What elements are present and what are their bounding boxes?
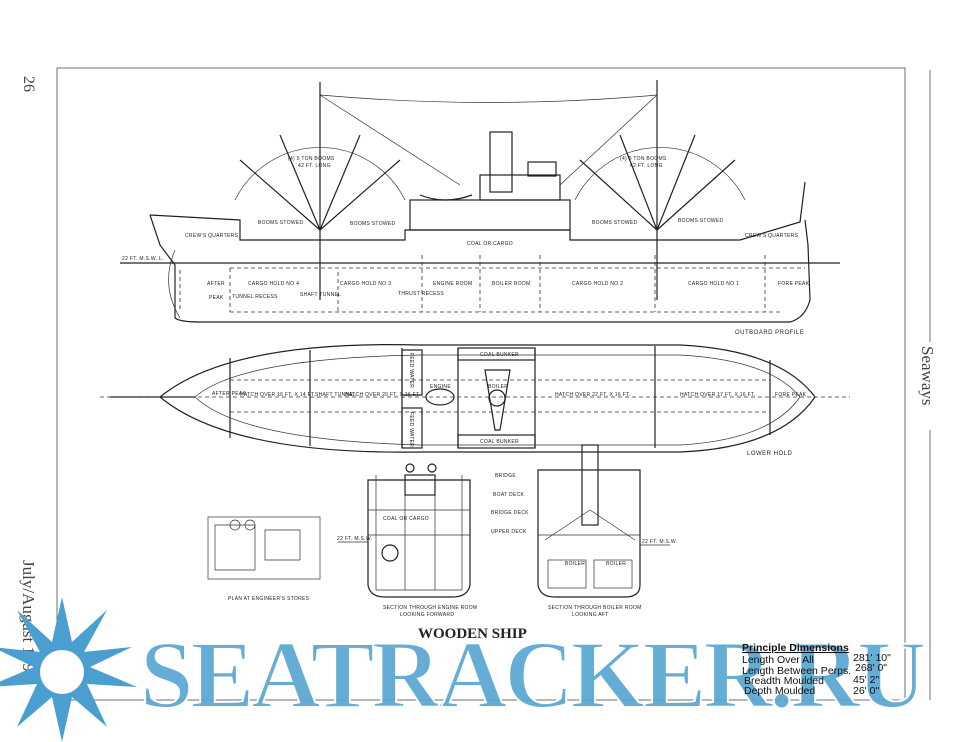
dimensions-rows-0-label-label: Length Over All (742, 654, 814, 666)
lower_hold-coal_bunker_bottom-label: COAL BUNKER (480, 439, 519, 445)
boiler-section-caption: SECTION THROUGH BOILER ROOM (548, 605, 642, 611)
lower_hold-shaft_tunnel-label: SHAFT TUNNEL (315, 392, 356, 398)
booms-stowed-1: BOOMS STOWED (258, 220, 304, 226)
lower_hold-coal_bunker_top-label: COAL BUNKER (480, 352, 519, 358)
aft-crews-quarters: CREW'S QUARTERS (185, 233, 239, 239)
lower_hold-boiler-label: BOILER (488, 384, 508, 390)
drawing-title: WOODEN SHIP (418, 626, 527, 642)
boiler-plan (484, 369, 511, 431)
lower-hold-plan: AFTER PEAK HATCH OVER 16 FT. X 14 FT. SH… (100, 344, 850, 457)
profile-after_peak-label: AFTER (207, 281, 225, 287)
page-frame (56, 67, 906, 701)
sections-boiler_section_2-label: LOOKING AFT (572, 612, 609, 618)
upper-deck-label: UPPER DECK (491, 529, 527, 535)
profile-shaft_tunnel-label: SHAFT TUNNEL (300, 292, 341, 298)
booms-stowed-2: BOOMS STOWED (350, 221, 396, 227)
dimensions-heading: Principle Dimensions (742, 642, 849, 654)
cargo-hold-4: CARGO HOLD NO 4 (248, 281, 299, 287)
rudder (168, 249, 181, 319)
fore-booms-length: 42 FT. LONG (630, 163, 663, 169)
boat-deck-label: BOAT DECK (493, 492, 524, 498)
hatch-1: HATCH OVER 17 FT. X 16 FT. (680, 392, 756, 398)
sections-coal_or_cargo-label: COAL OR CARGO (383, 516, 429, 522)
hull-plan (110, 344, 816, 453)
dimensions-rows-2-label-label: Breadth Moulded (744, 675, 824, 687)
aft-booms-label: (4) 5 TON BOOMS (288, 156, 335, 162)
bulkheads-plan (229, 346, 771, 448)
funnel-section (581, 444, 599, 526)
engine-room-section (367, 479, 471, 598)
cargo-hold-1: CARGO HOLD NO 1 (688, 281, 739, 287)
hatch-4: HATCH OVER 16 FT. X 14 FT. (240, 392, 316, 398)
mast-stay (319, 94, 658, 103)
fwd-crews-quarters: CREW'S QUARTERS (745, 233, 799, 239)
hatch-2: HATCH OVER 22 FT. X 16 FT. (555, 392, 631, 398)
fore-booms-label: (4) 5 TON BOOMS (620, 156, 667, 162)
cargo-hold-2: CARGO HOLD NO 2 (572, 281, 623, 287)
coal-or-cargo: COAL OR CARGO (467, 241, 513, 247)
engine-room: ENGINE ROOM (433, 281, 472, 287)
starburst-logo (0, 597, 137, 742)
engineers-stores-caption: PLAN AT ENGINEER'S STORES (228, 596, 310, 602)
principle-dimensions: Principle Dimensions Length Over All 281… (742, 642, 891, 697)
lower_hold-engine-label: ENGINE (430, 384, 451, 390)
bridge-label: BRIDGE (495, 473, 516, 479)
dimensions-rows-1-label-label: Length Between Perps. (742, 665, 851, 677)
booms-stowed-3: BOOMS STOWED (592, 220, 638, 226)
fore-peak: FORE PEAK (778, 281, 810, 287)
dimensions-rows-0-value-label: 281' 10" (853, 652, 891, 664)
deck-line (149, 181, 806, 241)
lifeboat (419, 194, 473, 201)
waterline-label: 22 FT. M.S.W. L. (122, 256, 164, 262)
aft-boom-arc (234, 147, 406, 201)
aft-booms-length: 42 FT. LONG (298, 163, 331, 169)
lower_hold-feed_water_bottom-label: FEED WATER (408, 412, 414, 447)
lower_hold-fore_peak-label: FORE PEAK (775, 392, 807, 398)
outboard-profile-caption: OUTBOARD PROFILE (735, 330, 804, 336)
lower_hold-feed_water_top-label: FEED WATER (408, 353, 414, 388)
sections-boiler-label: BOILER (606, 561, 626, 567)
sections-engine_section_2-label: LOOKING FORWARD (400, 612, 454, 618)
profile-peak-label: PEAK (209, 295, 224, 301)
fore-boom-arc (574, 147, 746, 201)
boiler-room-section (537, 469, 641, 598)
bulkheads (229, 255, 766, 312)
sections-wl-label: 22 FT. M.S.W. (337, 536, 372, 542)
booms-stowed-4: BOOMS STOWED (678, 218, 724, 224)
watermark-text: SEATRACKER.RU (140, 621, 924, 728)
hull-outline (149, 214, 811, 323)
engineers-stores-plan (207, 516, 321, 580)
profile-thrust_recess-label: THRUST RECESS (398, 291, 444, 297)
cargo-hold-3: CARGO HOLD NO 3 (340, 281, 391, 287)
watermark: SEATRACKER.RU (0, 597, 928, 742)
bridge-deck-label: BRIDGE DECK (491, 510, 529, 516)
funnel (489, 131, 513, 193)
dimensions-rows-1-value-label: 268' 0" (855, 662, 887, 674)
page-number: 26 (20, 76, 37, 92)
dimensions-rows-3-label-label: Depth Moulded (744, 685, 815, 697)
cross-sections: 22 FT. M.S.W. 22 FT. M.S.W. BRIDGE BOAT … (207, 444, 677, 618)
outboard-profile: (4) 5 TON BOOMS 42 FT. LONG (4) 5 TON BO… (120, 80, 840, 336)
lower_hold-after_peak-label: AFTER PEAK (212, 391, 246, 397)
engine-plan (425, 388, 455, 406)
bridge-house (409, 199, 571, 231)
magazine-name: Seaways (918, 346, 937, 405)
profile-tunnel_recess-label: TUNNEL RECESS (232, 294, 278, 300)
dimensions-rows-2-value-label: 45' 2" (853, 674, 879, 686)
lower-hold-caption: LOWER HOLD (747, 451, 793, 457)
boiler-room: BOILER ROOM (492, 281, 531, 287)
sections-wl-label: 22 FT. M.S.W. (642, 539, 677, 545)
hatch-3: HATCH OVER 20 FT. X 16 FT. (345, 392, 421, 398)
dimensions-rows-3-value-label: 26' 0" (853, 685, 879, 697)
aft-booms (239, 134, 401, 231)
engine-section-caption: SECTION THROUGH ENGINE ROOM (383, 605, 477, 611)
sections-boiler-label: BOILER (565, 561, 585, 567)
fore-booms (579, 134, 736, 231)
